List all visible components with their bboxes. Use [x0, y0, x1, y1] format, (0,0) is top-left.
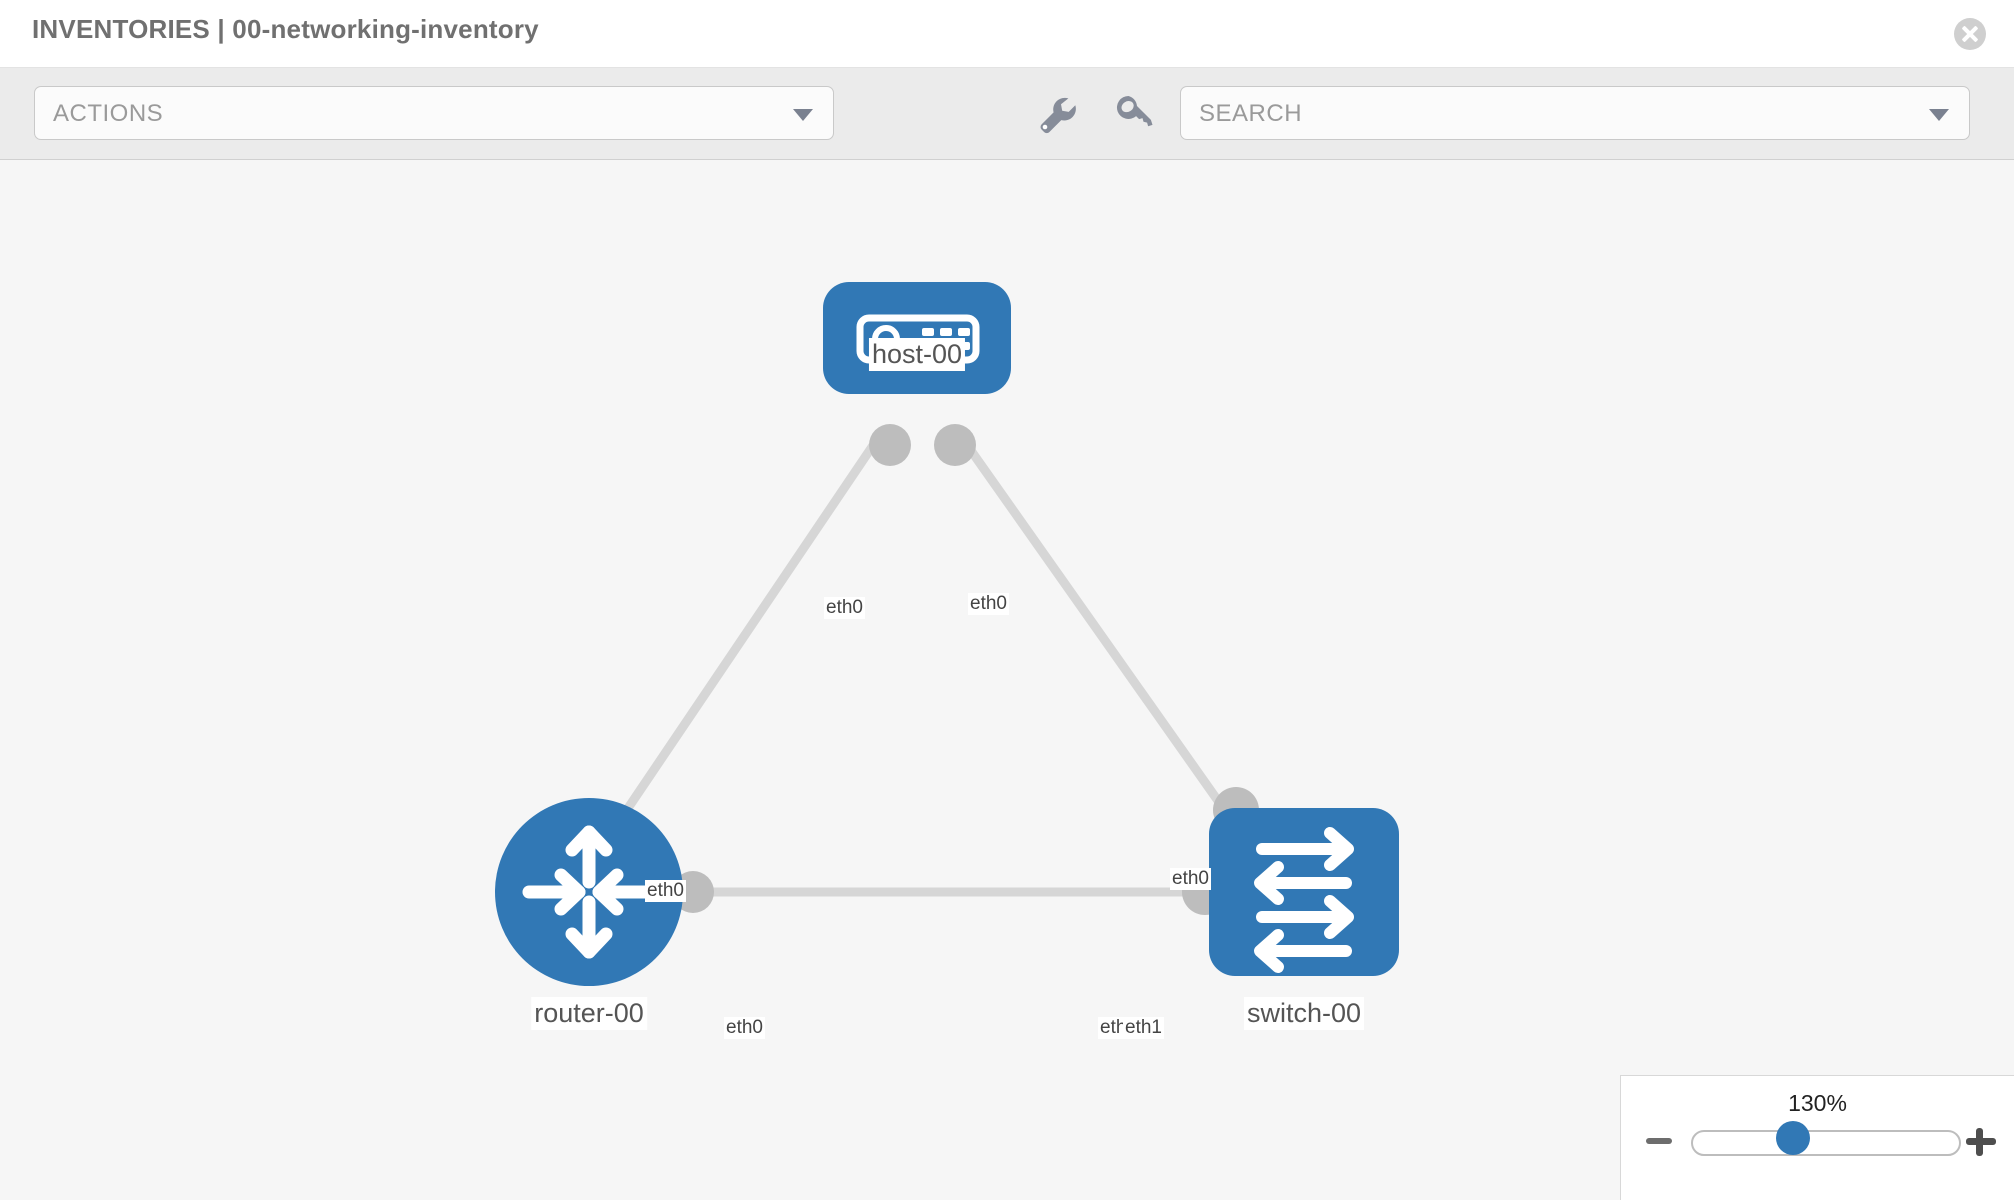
iface-handle	[672, 424, 1259, 915]
iface-label[interactable]: eth0	[724, 1017, 765, 1039]
chevron-down-icon	[793, 109, 813, 121]
actions-dropdown-label: ACTIONS	[53, 100, 164, 127]
wrench-icon[interactable]	[1030, 88, 1080, 138]
iface-label[interactable]: eth0	[968, 593, 1009, 615]
chevron-down-icon	[1929, 109, 1949, 121]
node-switch-00[interactable]	[1209, 808, 1399, 976]
zoom-slider-track[interactable]	[1691, 1130, 1961, 1156]
topology-canvas[interactable]: host-00 router-00 switch-00 eth0 eth0 et…	[0, 160, 2014, 1200]
search-input-value: SEARCH	[1199, 100, 1303, 127]
link-host-switch	[956, 432, 1244, 835]
window-header: INVENTORIES | 00-networking-inventory	[0, 0, 2014, 68]
close-icon[interactable]	[1954, 18, 1986, 50]
iface-label[interactable]: eth0	[645, 880, 686, 902]
key-icon[interactable]	[1108, 88, 1158, 138]
topology-graph	[495, 282, 1399, 986]
zoom-slider-thumb[interactable]	[1776, 1121, 1810, 1155]
plus-icon[interactable]	[1964, 1124, 1998, 1158]
search-input[interactable]: SEARCH	[1180, 86, 1970, 140]
iface-label[interactable]: eth1	[1123, 1017, 1164, 1039]
zoom-level-value: 130%	[1788, 1090, 1847, 1116]
topology-toolbar: ACTIONS SEARCH	[0, 68, 2014, 160]
node-label-switch-00[interactable]: switch-00	[1243, 997, 1365, 1030]
iface-label[interactable]: eth0	[824, 597, 865, 619]
iface-label[interactable]: eth0	[1170, 868, 1211, 890]
link-host-router	[616, 432, 884, 823]
node-label-host-00[interactable]: host-00	[868, 338, 966, 371]
actions-dropdown[interactable]: ACTIONS	[34, 86, 834, 140]
minus-icon[interactable]	[1643, 1124, 1677, 1158]
node-router-00[interactable]	[495, 798, 683, 986]
zoom-control-panel: 130%	[1620, 1075, 2014, 1200]
page-title: INVENTORIES | 00-networking-inventory	[32, 14, 539, 44]
node-label-router-00[interactable]: router-00	[531, 997, 647, 1030]
